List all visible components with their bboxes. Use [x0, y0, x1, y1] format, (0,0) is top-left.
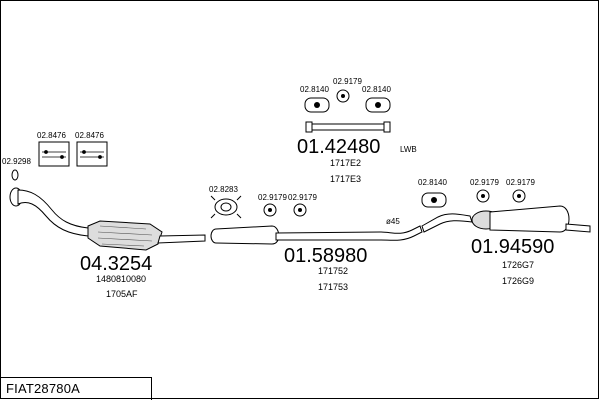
middle-rubber-2-code: 02.9179 [288, 193, 317, 202]
middle-part-number: 01.58980 [284, 245, 367, 267]
top-rubber-right-code: 02.8140 [362, 85, 391, 94]
top-part-number: 01.42480 [297, 136, 380, 158]
rear-silencer[interactable] [421, 205, 591, 233]
middle-rubber-1-code: 02.9179 [258, 193, 287, 202]
top-rubber-mid-icon[interactable] [336, 89, 350, 103]
middle-silencer[interactable] [210, 225, 423, 245]
rear-rubber-2-code: 02.9179 [506, 178, 535, 187]
middle-rubber-2-icon[interactable] [293, 203, 307, 217]
top-rubber-right-icon[interactable] [365, 97, 391, 113]
middle-rubber-1-icon[interactable] [263, 203, 277, 217]
top-part-suffix: LWB [400, 145, 417, 154]
top-ref-1: 1717E2 [330, 158, 361, 168]
catalyst-part-number: 04.3254 [80, 253, 152, 275]
rear-rubber-left-code: 02.8140 [418, 178, 447, 187]
middle-ref-2: 171753 [318, 282, 348, 292]
diameter-label: ø45 [386, 217, 400, 226]
catalyst-ref-2: 1705AF [106, 289, 138, 299]
rear-ref-1: 1726G7 [502, 260, 534, 270]
mount-kit-left-2[interactable] [76, 141, 108, 167]
middle-clamp-code: 02.8283 [209, 185, 238, 194]
rear-rubber-2-icon[interactable] [512, 189, 526, 203]
middle-ref-1: 171752 [318, 266, 348, 276]
mount-kit-left-1-code: 02.8476 [37, 131, 66, 140]
rear-ref-2: 1726G9 [502, 276, 534, 286]
top-rubber-left-code: 02.8140 [300, 85, 329, 94]
diagram-title: FIAT28780A [6, 381, 81, 396]
catalyst-ref-1: 1480810080 [96, 274, 146, 284]
top-pipe[interactable] [305, 121, 391, 133]
rear-rubber-1-code: 02.9179 [470, 178, 499, 187]
rear-part-number: 01.94590 [471, 236, 554, 258]
rear-rubber-left-icon[interactable] [421, 192, 447, 208]
catalyst[interactable] [87, 220, 206, 251]
middle-clamp-icon[interactable] [210, 195, 242, 219]
front-ring-code: 02.9298 [2, 157, 31, 166]
top-rubber-mid-code: 02.9179 [333, 77, 362, 86]
mount-kit-left-2-code: 02.8476 [75, 131, 104, 140]
top-rubber-left-icon[interactable] [304, 97, 330, 113]
front-ring-icon[interactable] [11, 169, 19, 181]
front-pipe[interactable] [9, 187, 89, 237]
mount-kit-left-1[interactable] [38, 141, 70, 167]
title-box [0, 377, 152, 400]
top-ref-2: 1717E3 [330, 174, 361, 184]
rear-rubber-1-icon[interactable] [476, 189, 490, 203]
